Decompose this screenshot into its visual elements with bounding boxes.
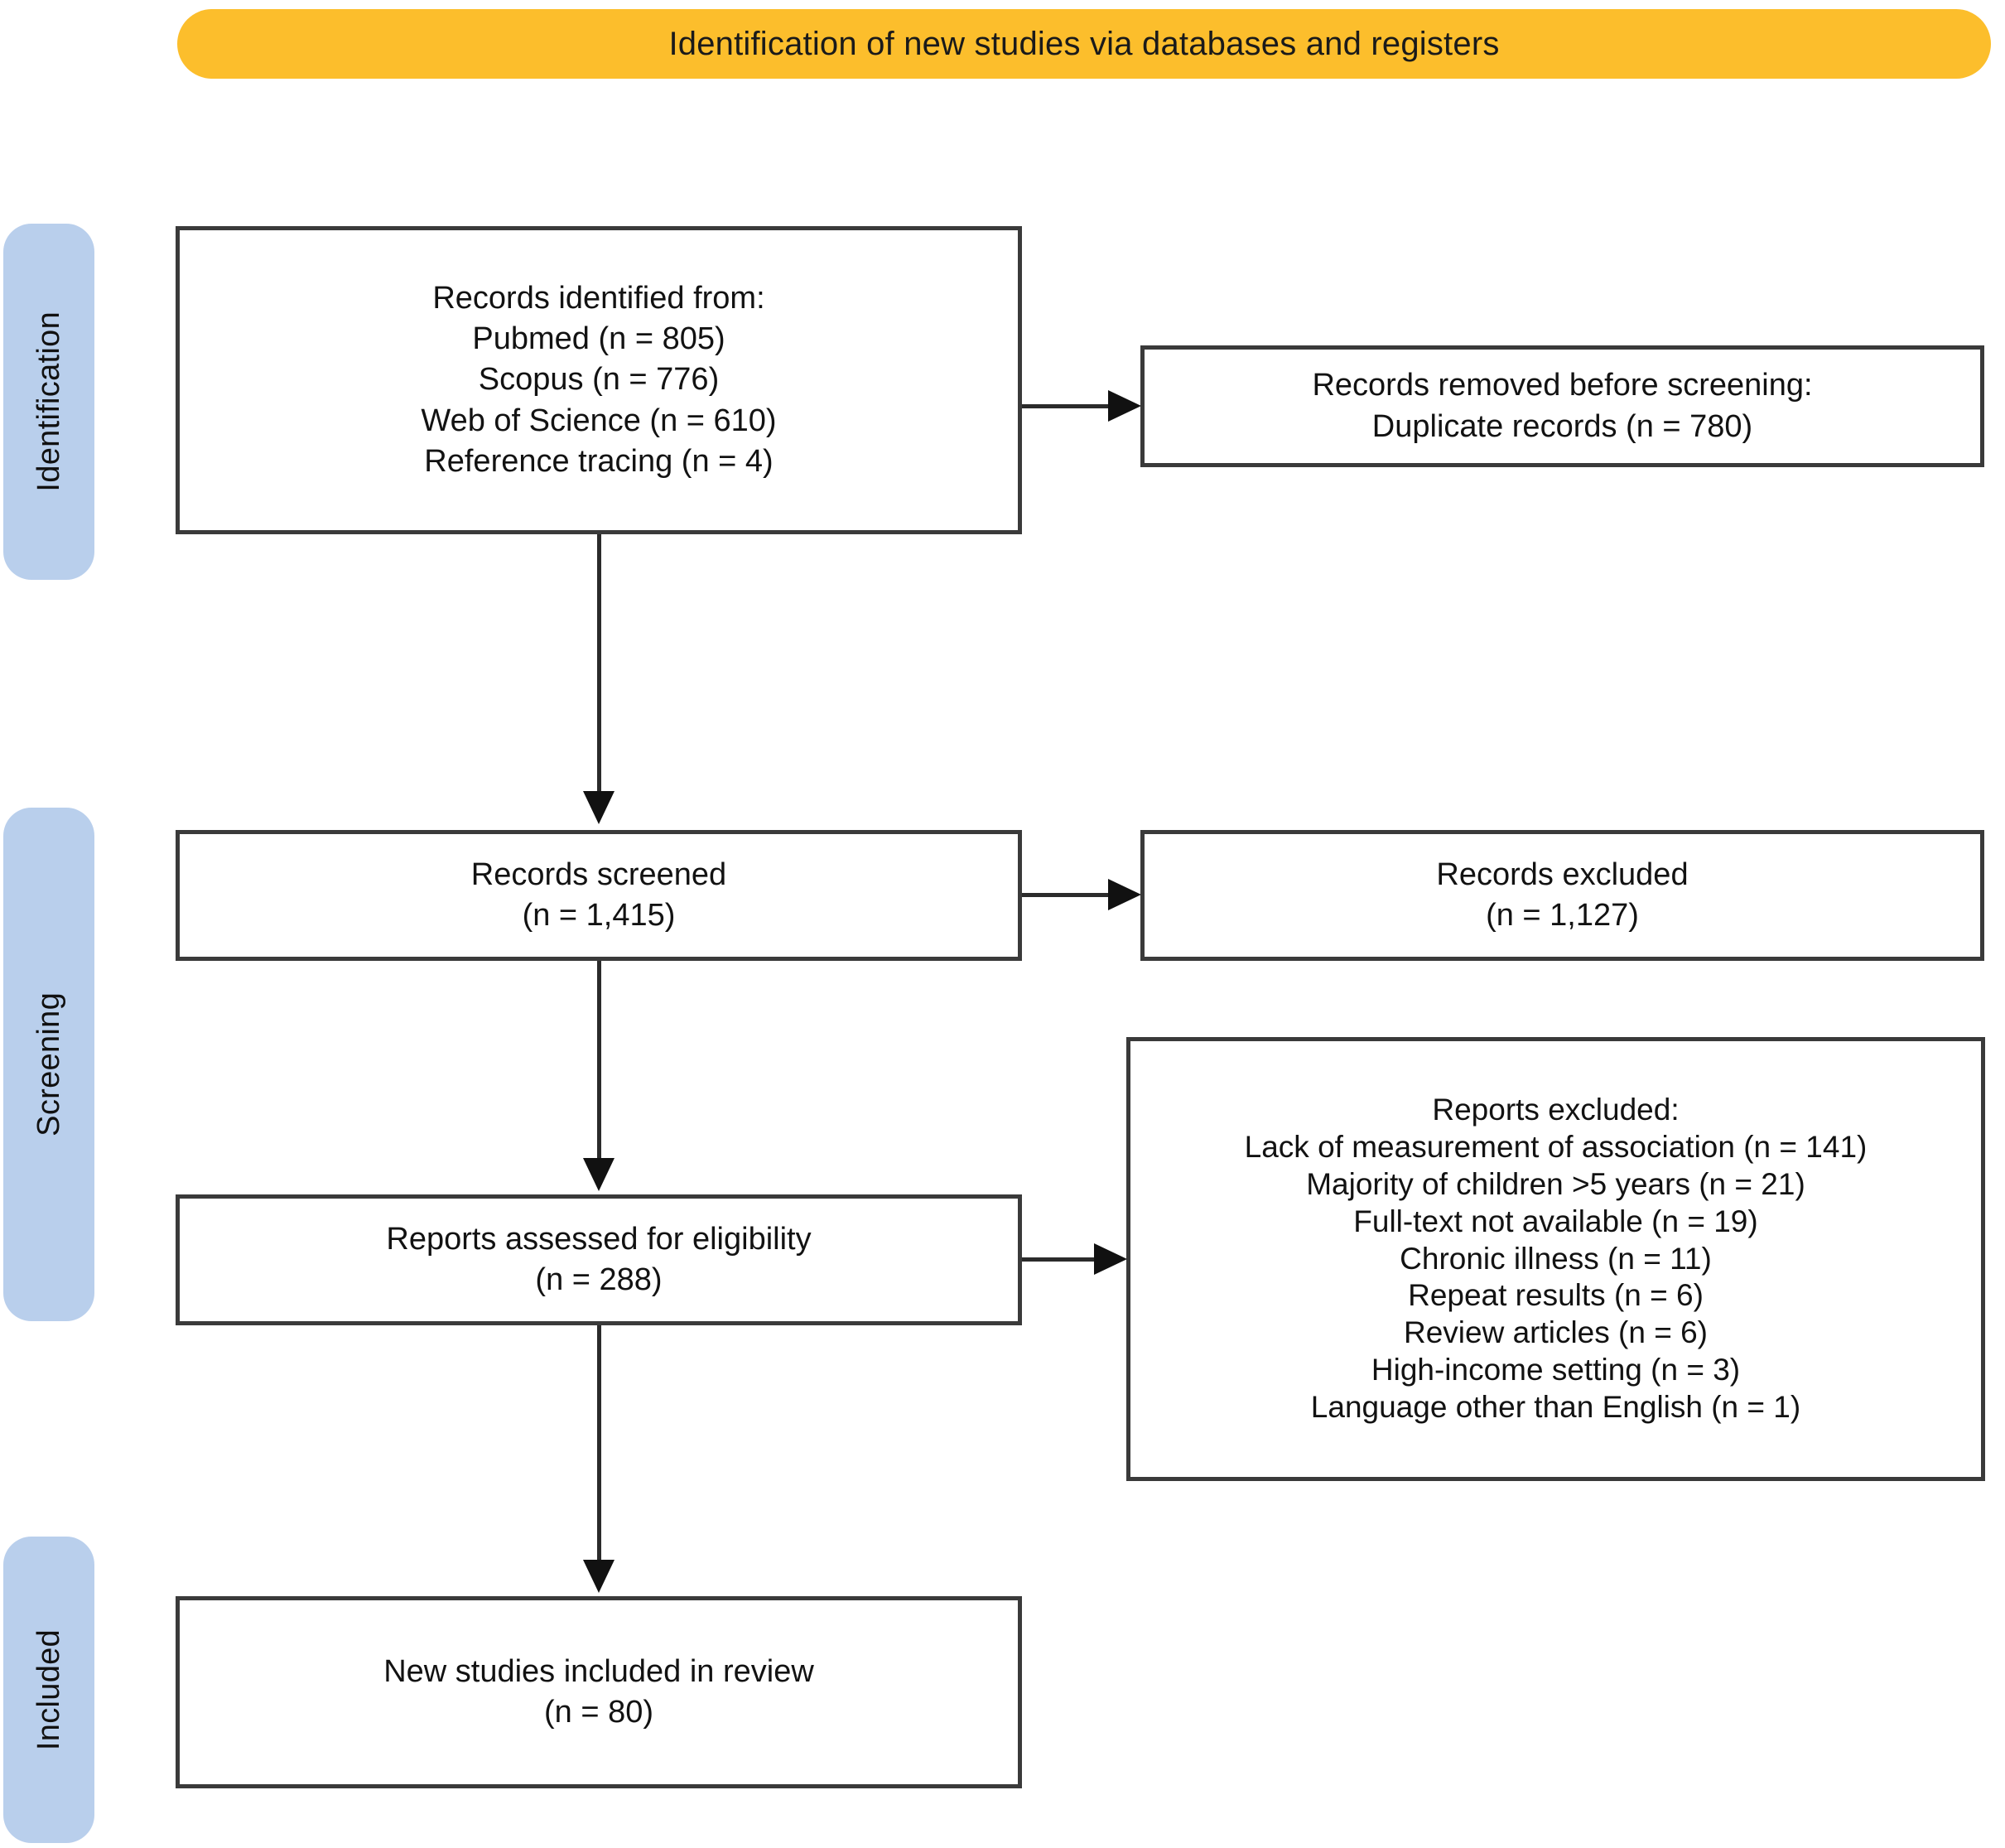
box-line: Pubmed (n = 805) [472,321,725,356]
diagram-header-banner: Identification of new studies via databa… [177,9,1991,79]
box-line: (n = 80) [543,1695,654,1730]
arrow-down-icon [583,1158,615,1191]
stage-label-identification: Identification [3,224,94,580]
box-line: (n = 288) [535,1262,663,1297]
stage-label-screening: Screening [3,808,94,1321]
connector-screened-to-records-excluded [1022,893,1110,897]
box-line: Records excluded [1436,856,1689,892]
arrow-down-icon [583,1560,615,1593]
box-records-identified: Records identified from: Pubmed (n = 805… [176,226,1022,534]
box-line: Lack of measurement of association (n = … [1244,1129,1868,1164]
box-line: Reports assessed for eligibility [386,1221,812,1257]
stage-label-identification-text: Identification [31,311,66,492]
box-records-excluded: Records excluded (n = 1,127) [1140,830,1984,961]
box-line: High-income setting (n = 3) [1371,1353,1741,1387]
box-records-removed-before-screening: Records removed before screening: Duplic… [1140,345,1984,467]
connector-screened-to-eligibility [597,961,601,1160]
box-line: Language other than English (n = 1) [1310,1390,1801,1425]
diagram-title: Identification of new studies via databa… [668,25,1500,62]
box-new-studies-included: New studies included in review (n = 80) [176,1596,1022,1788]
box-line: Full-text not available (n = 19) [1353,1204,1758,1238]
box-line: Records screened [470,856,727,892]
arrow-right-icon [1108,390,1141,422]
box-line: Scopus (n = 776) [478,362,720,398]
arrow-right-icon [1094,1243,1127,1275]
box-line: Records removed before screening: [1312,368,1813,403]
box-line: Web of Science (n = 610) [421,403,777,438]
box-line: New studies included in review [383,1653,814,1689]
stage-label-included: Included [3,1537,94,1843]
connector-identified-to-removed [1022,404,1110,408]
box-line: (n = 1,127) [1486,898,1639,933]
box-line: Reference tracing (n = 4) [424,444,774,480]
box-line: Chronic illness (n = 11) [1400,1241,1712,1276]
connector-eligibility-to-reports-excluded [1022,1257,1096,1262]
connector-eligibility-to-included [597,1325,601,1561]
box-reports-excluded: Reports excluded: Lack of measurement of… [1126,1037,1985,1481]
connector-identified-to-screened [597,534,601,793]
box-line: Duplicate records (n = 780) [1371,408,1753,444]
box-line: Repeat results (n = 6) [1408,1278,1704,1313]
stage-label-screening-text: Screening [31,992,66,1136]
box-line: (n = 1,415) [522,898,676,933]
arrow-right-icon [1108,879,1141,910]
box-records-screened: Records screened (n = 1,415) [176,830,1022,961]
box-line: Records identified from: [432,280,765,316]
box-reports-assessed-for-eligibility: Reports assessed for eligibility (n = 28… [176,1194,1022,1325]
box-line: Reports excluded: [1432,1092,1680,1127]
box-line: Majority of children >5 years (n = 21) [1306,1166,1805,1201]
arrow-down-icon [583,791,615,824]
stage-label-included-text: Included [31,1628,66,1751]
box-line: Review articles (n = 6) [1403,1315,1709,1350]
